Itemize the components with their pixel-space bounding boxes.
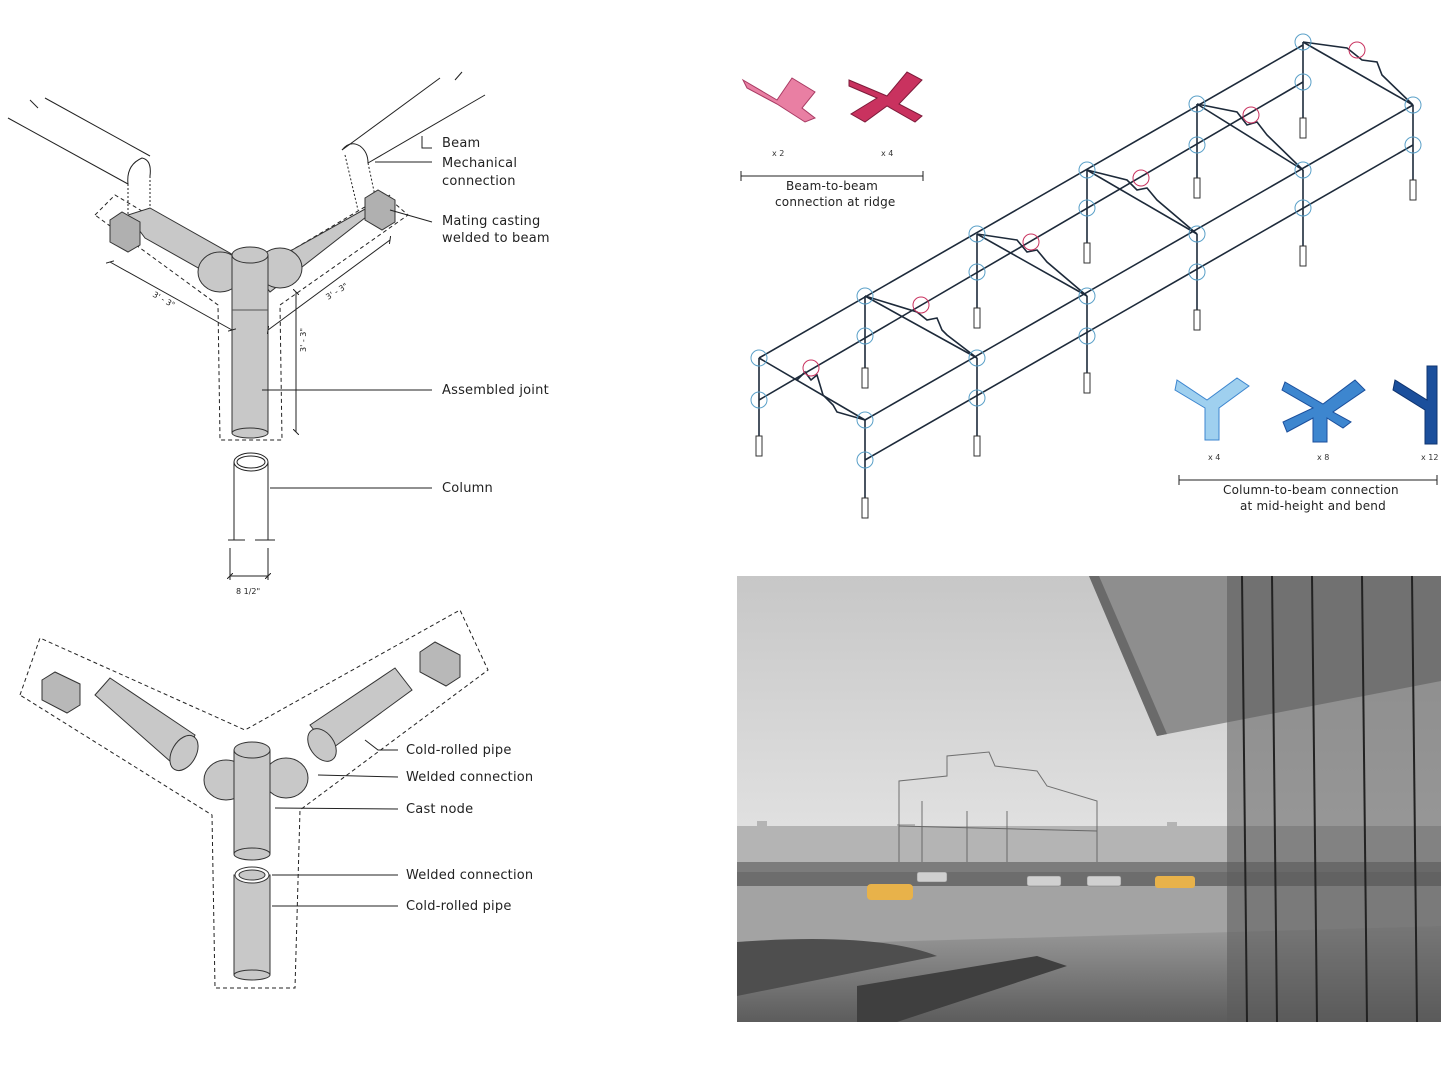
column-count-b: x 8 — [1317, 453, 1329, 462]
ridge-connection-markers — [802, 41, 1366, 377]
label-mating-2: welded to beam — [442, 231, 550, 246]
column — [228, 452, 275, 541]
ridge-caption-1: Beam-to-beam — [786, 179, 878, 193]
ridge-caption-2: connection at ridge — [775, 195, 896, 209]
mating-casting-boxes — [109, 189, 396, 253]
glass-facade — [1227, 576, 1441, 1022]
label-welded-connection-bottom: Welded connection — [406, 868, 533, 883]
label-mating-1: Mating casting — [442, 214, 540, 229]
beam-right — [341, 71, 486, 211]
frame-structure — [758, 41, 1414, 500]
label-cold-rolled-pipe-bottom: Cold-rolled pipe — [406, 899, 512, 914]
column-connector-icon-a — [1174, 377, 1250, 441]
exploded-outline — [19, 609, 489, 989]
ridge-connector-icon-b — [848, 71, 923, 123]
column-caption-1: Column-to-beam connection — [1223, 483, 1399, 497]
label-assembled-joint: Assembled joint — [442, 383, 549, 398]
label-mechanical-2: connection — [442, 174, 516, 189]
label-cast-node: Cast node — [406, 802, 473, 817]
dim-left-arm: 3' - 3" — [151, 290, 176, 310]
dimension-lines — [110, 240, 390, 580]
exploded-leaders — [272, 739, 399, 907]
cast-node — [127, 194, 391, 439]
ridge-connector-icon-a — [741, 77, 817, 123]
site-photo — [737, 576, 1441, 1022]
ridge-count-b: x 4 — [881, 149, 893, 158]
column-count-a: x 4 — [1208, 453, 1220, 462]
frame-axonometric: x 2 x 4 Beam-to-beam connection at ridge — [740, 33, 1438, 519]
label-mechanical-1: Mechanical — [442, 156, 517, 171]
column-connection-markers — [750, 33, 1422, 469]
column-feet — [755, 117, 1417, 519]
ridge-count-a: x 2 — [772, 149, 784, 158]
dim-vertical: 3' - 3" — [299, 328, 308, 352]
label-welded-connection-top: Welded connection — [406, 770, 533, 785]
column-connector-icon-c — [1392, 365, 1438, 445]
exploded-joint-diagram: Cold-rolled pipe Welded connection Cast … — [19, 609, 533, 989]
pipes — [94, 667, 413, 981]
dim-diameter: 8 1/2" — [236, 587, 260, 596]
label-beam: Beam — [442, 136, 480, 151]
beam-left — [7, 97, 151, 215]
label-cold-rolled-pipe-top: Cold-rolled pipe — [406, 743, 512, 758]
dim-right-arm: 3' - 3" — [324, 281, 349, 301]
leader-lines — [262, 136, 433, 489]
label-column: Column — [442, 481, 493, 496]
end-boxes — [41, 641, 461, 714]
taxis — [867, 876, 1195, 900]
assembled-joint-diagram: 3' - 3" 3' - 3" 3' - 3" 8 1/2" Beam Mech… — [7, 71, 550, 596]
column-caption-2: at mid-height and bend — [1240, 499, 1386, 513]
column-connector-icon-b — [1281, 379, 1366, 443]
column-count-c: x 12 — [1421, 453, 1438, 462]
cars — [916, 871, 1122, 887]
